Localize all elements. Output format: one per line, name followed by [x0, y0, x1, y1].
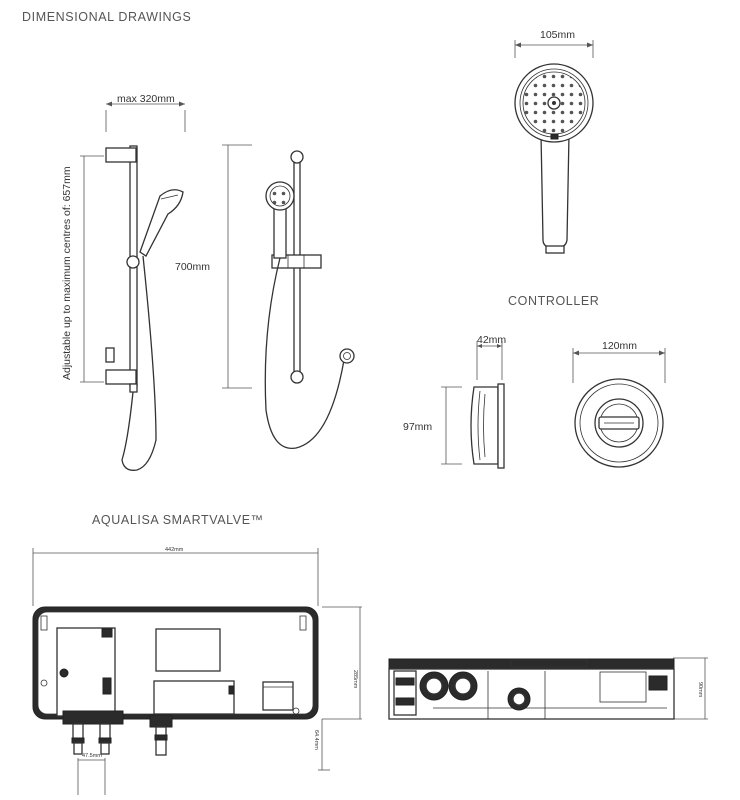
rail-height-label: 700mm [175, 261, 210, 273]
controller-front-view: 120mm [572, 340, 666, 468]
rail-front-view: 700mm [175, 144, 355, 449]
heading-smartvalve: AQUALISA SMARTVALVE™ [92, 513, 264, 527]
smartvalve-side-view: 90mm [388, 657, 708, 720]
valve-width-label: 442mm [165, 547, 184, 553]
controller-side-view: 42mm 97mm [403, 334, 506, 469]
rail-side-view: max 320mm Adjustable up to maximum centr… [61, 93, 186, 471]
heading-dimensional-drawings: DIMENSIONAL DRAWINGS [22, 10, 191, 24]
smartvalve-front-view: 442mm 285mm 64.4mm [32, 547, 362, 795]
handset-front-view: 105mm [514, 29, 594, 254]
valve-depth-label: 90mm [697, 682, 703, 698]
valve-inlet-label: 64.4mm [313, 730, 319, 750]
controller-depth-label: 42mm [477, 334, 506, 346]
controller-diameter-label: 120mm [602, 340, 637, 352]
handset-width-label: 105mm [540, 29, 575, 41]
valve-pitch-label: 47.5mm [82, 753, 102, 759]
valve-height-label: 285mm [352, 670, 358, 689]
heading-controller: CONTROLLER [508, 294, 599, 308]
rail-centres-label: Adjustable up to maximum centres of: 657… [61, 166, 73, 380]
rail-width-label: max 320mm [117, 93, 175, 105]
controller-height-label: 97mm [403, 421, 432, 433]
